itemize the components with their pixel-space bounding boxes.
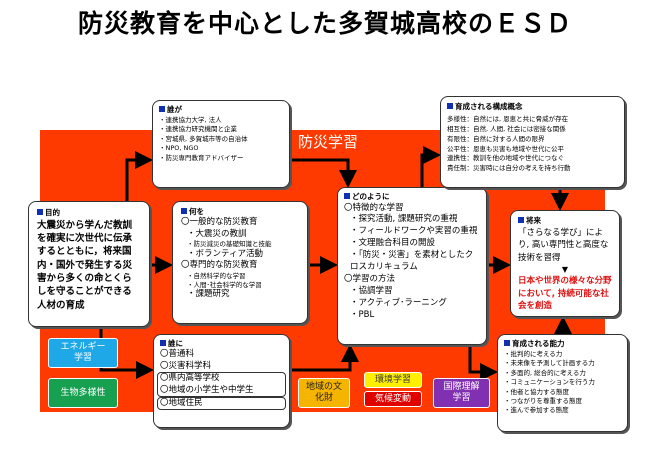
what-box: 何を 〇一般的な防災教育 ・大震災の教訓 ・防災減災の基礎知識と技能 ・ボランテ… [172, 201, 308, 324]
list-item: 有限性：自然に対する人間の限界 [447, 134, 545, 143]
tag-energy: エネルギー学習 [48, 338, 118, 368]
list-item: 〇特徴的な学習 [344, 202, 404, 213]
arrow-who-how [290, 158, 357, 188]
who-heading: 誰が [159, 105, 283, 116]
who-box: 誰が ・連携協力大学, 法人 ・連携協力研究機関と企業 ・宮城県, 多賀城市等の… [152, 100, 290, 188]
list-item: 多様性：自然には, 恩恵と共に脅威が存在 [447, 115, 569, 124]
how-box: どのように 〇特徴的な学習 ・探究活動, 課題研究の重視 ・フィールドワークや実… [337, 187, 487, 345]
list-item: ・PBL [350, 309, 375, 320]
concepts-heading: 育成される構成概念 [447, 101, 618, 112]
list-item: ・ボランティア活動 [187, 248, 263, 259]
whom-heading: 誰に [160, 339, 283, 349]
tag-culture: 地域の文化財 [298, 378, 350, 408]
page-title: 防災教育を中心とした多賀城高校のＥＳＤ [77, 9, 572, 38]
purpose-text: 大震災から学んだ教訓を確実に次世代に伝承するとともに，将来国内・国外で発生する災… [37, 219, 133, 311]
list-item: ・つながりを尊重する態度 [504, 396, 582, 405]
disaster-learning-label: 防災学習 [298, 133, 359, 151]
list-item: ・人間･社会科学的な学習 [187, 280, 262, 289]
future-heading: 将来 [518, 216, 612, 227]
arrow-how-abilities [468, 345, 498, 381]
abilities-box: 育成される能力 ・批判的に考える力 ・未来像を予測して計画する力 ・多面的, 総… [497, 334, 628, 432]
list-item: ・防災専門教育アドバイザー [159, 153, 244, 162]
future-text: 「さらなる学び」により, 高い専門性と高度な技術を習得 [518, 227, 609, 263]
list-item: ・防災減災の基礎知識と技能 [187, 240, 272, 249]
arrow-how-concepts [420, 146, 441, 187]
list-item: ・探究活動, 課題研究の重視 [350, 214, 458, 225]
list-item: ・協調学習 [350, 285, 393, 296]
list-item: 〇災害科学科 [160, 360, 212, 371]
list-item: 〇地域の小学生や中学生 [160, 384, 254, 395]
arrow-whom-how [290, 344, 359, 372]
list-item: ・連携協力研究機関と企業 [159, 125, 237, 134]
future-goal: 日本や世界の様々な分野において, 持続可能な社会を創造 [518, 276, 612, 312]
list-item: ・連携協力大学, 法人 [159, 115, 222, 124]
list-item: 公平性：恩恵も災害も地域や世代に公平 [447, 144, 564, 153]
tag-climate: 気候変動 [364, 391, 422, 407]
list-item: 〇学習の方法 [344, 273, 396, 284]
list-item: 相互性：自然, 人間, 社会には密接な関係 [447, 125, 566, 133]
how-heading: どのように [344, 192, 480, 203]
whom-external-group: 〇県内高等学校 〇地域の小学生や中学生 [157, 372, 286, 397]
whom-box: 誰に 〇普通科 〇災害科学科 〇県内高等学校 〇地域の小学生や中学生 〇地域住民 [153, 334, 290, 428]
tag-international: 国際理解学習 [433, 378, 490, 408]
list-item: ・「防災・災害」を素材としたクロスカリキュラム [350, 250, 474, 272]
abilities-heading: 育成される能力 [504, 339, 621, 350]
list-item: ・多面的, 総合的に考える力 [504, 368, 586, 377]
list-item: ・他者と協力する態度 [504, 387, 569, 396]
list-item: 連携性：教訓を他の地域や世代につなぐ [447, 154, 564, 163]
list-item: ・課題研究 [187, 289, 230, 300]
concepts-box: 育成される構成概念 多様性：自然には, 恩恵と共に脅威が存在 相互性：自然, 人… [440, 96, 625, 188]
list-item: ・批判的に考える力 [504, 349, 563, 358]
tag-biodiversity: 生物多様性 [48, 378, 118, 408]
list-item: ・コミュニケーションを行う力 [504, 378, 595, 387]
list-item: ・進んで参加する態度 [504, 406, 569, 415]
list-item: ・文理融合科目の開設 [350, 238, 436, 249]
list-item: ・NPO, NGO [159, 144, 199, 153]
tag-environment: 環境学習 [364, 372, 422, 388]
list-item: 〇一般的な防災教育 [181, 217, 258, 228]
list-item: ・大震災の教訓 [187, 228, 247, 239]
list-item: ・自然科学的な学習 [187, 271, 246, 280]
list-item: 責任制：災害時には自分の考えを持ち行動 [447, 164, 571, 172]
purpose-box: 目的 大震災から学んだ教訓を確実に次世代に伝承するとともに，将来国内・国外で発生… [28, 201, 150, 327]
arrow-purpose-who [125, 151, 153, 201]
list-item: ・アクティブ･ラーニング [350, 297, 447, 308]
what-heading: 何を [181, 207, 299, 217]
list-item: 〇専門的な防災教育 [181, 260, 258, 271]
list-item: ・未来像を予測して計画する力 [504, 359, 595, 368]
list-item: 〇県内高等学校 [160, 373, 220, 384]
list-item: ・宮城県, 多賀城市等の自治体 [159, 134, 248, 143]
purpose-heading: 目的 [37, 208, 141, 219]
future-box: 将来 「さらなる学び」により, 高い専門性と高度な技術を習得 ▼ 日本や世界の様… [510, 210, 620, 317]
list-item: 〇普通科 [160, 349, 195, 360]
list-item: 〇地域住民 [157, 397, 286, 411]
down-arrow-icon: ▼ [561, 264, 569, 274]
list-item: ・フィールドワークや実習の重視 [350, 226, 478, 237]
